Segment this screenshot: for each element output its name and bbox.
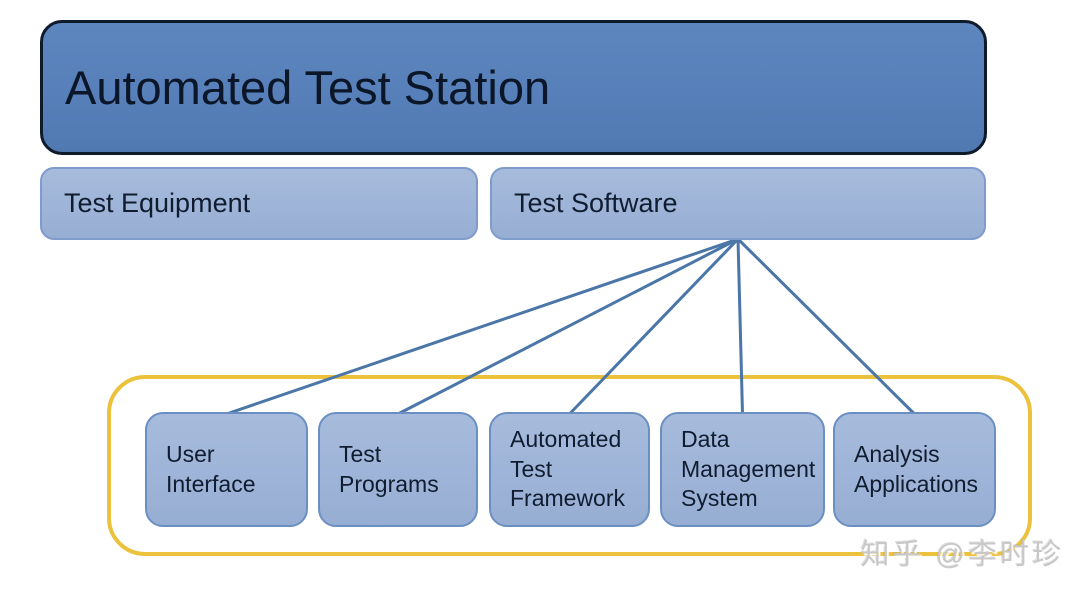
title-label: Automated Test Station: [65, 61, 551, 114]
title-box-automated-test-station: Automated Test Station: [40, 20, 987, 155]
box-analysis-applications-label: Analysis Applications: [854, 441, 979, 497]
box-analysis-applications: Analysis Applications: [833, 412, 996, 527]
box-user-interface: User Interface: [145, 412, 308, 527]
box-user-interface-label: User Interface: [166, 441, 256, 497]
watermark: 知乎 @李时珍: [860, 539, 1064, 571]
box-test-programs-label: Test Programs: [339, 441, 439, 497]
box-test-software: Test Software: [490, 167, 986, 240]
box-test-programs: Test Programs: [318, 412, 478, 527]
box-data-management-system-label: Data Management System: [681, 426, 816, 512]
box-test-software-label: Test Software: [514, 188, 678, 218]
box-data-management-system: Data Management System: [660, 412, 825, 527]
box-automated-test-framework-label: Automated Test Framework: [510, 426, 626, 512]
box-test-equipment: Test Equipment: [40, 167, 478, 240]
box-test-equipment-label: Test Equipment: [64, 188, 251, 218]
box-automated-test-framework: Automated Test Framework: [489, 412, 650, 527]
